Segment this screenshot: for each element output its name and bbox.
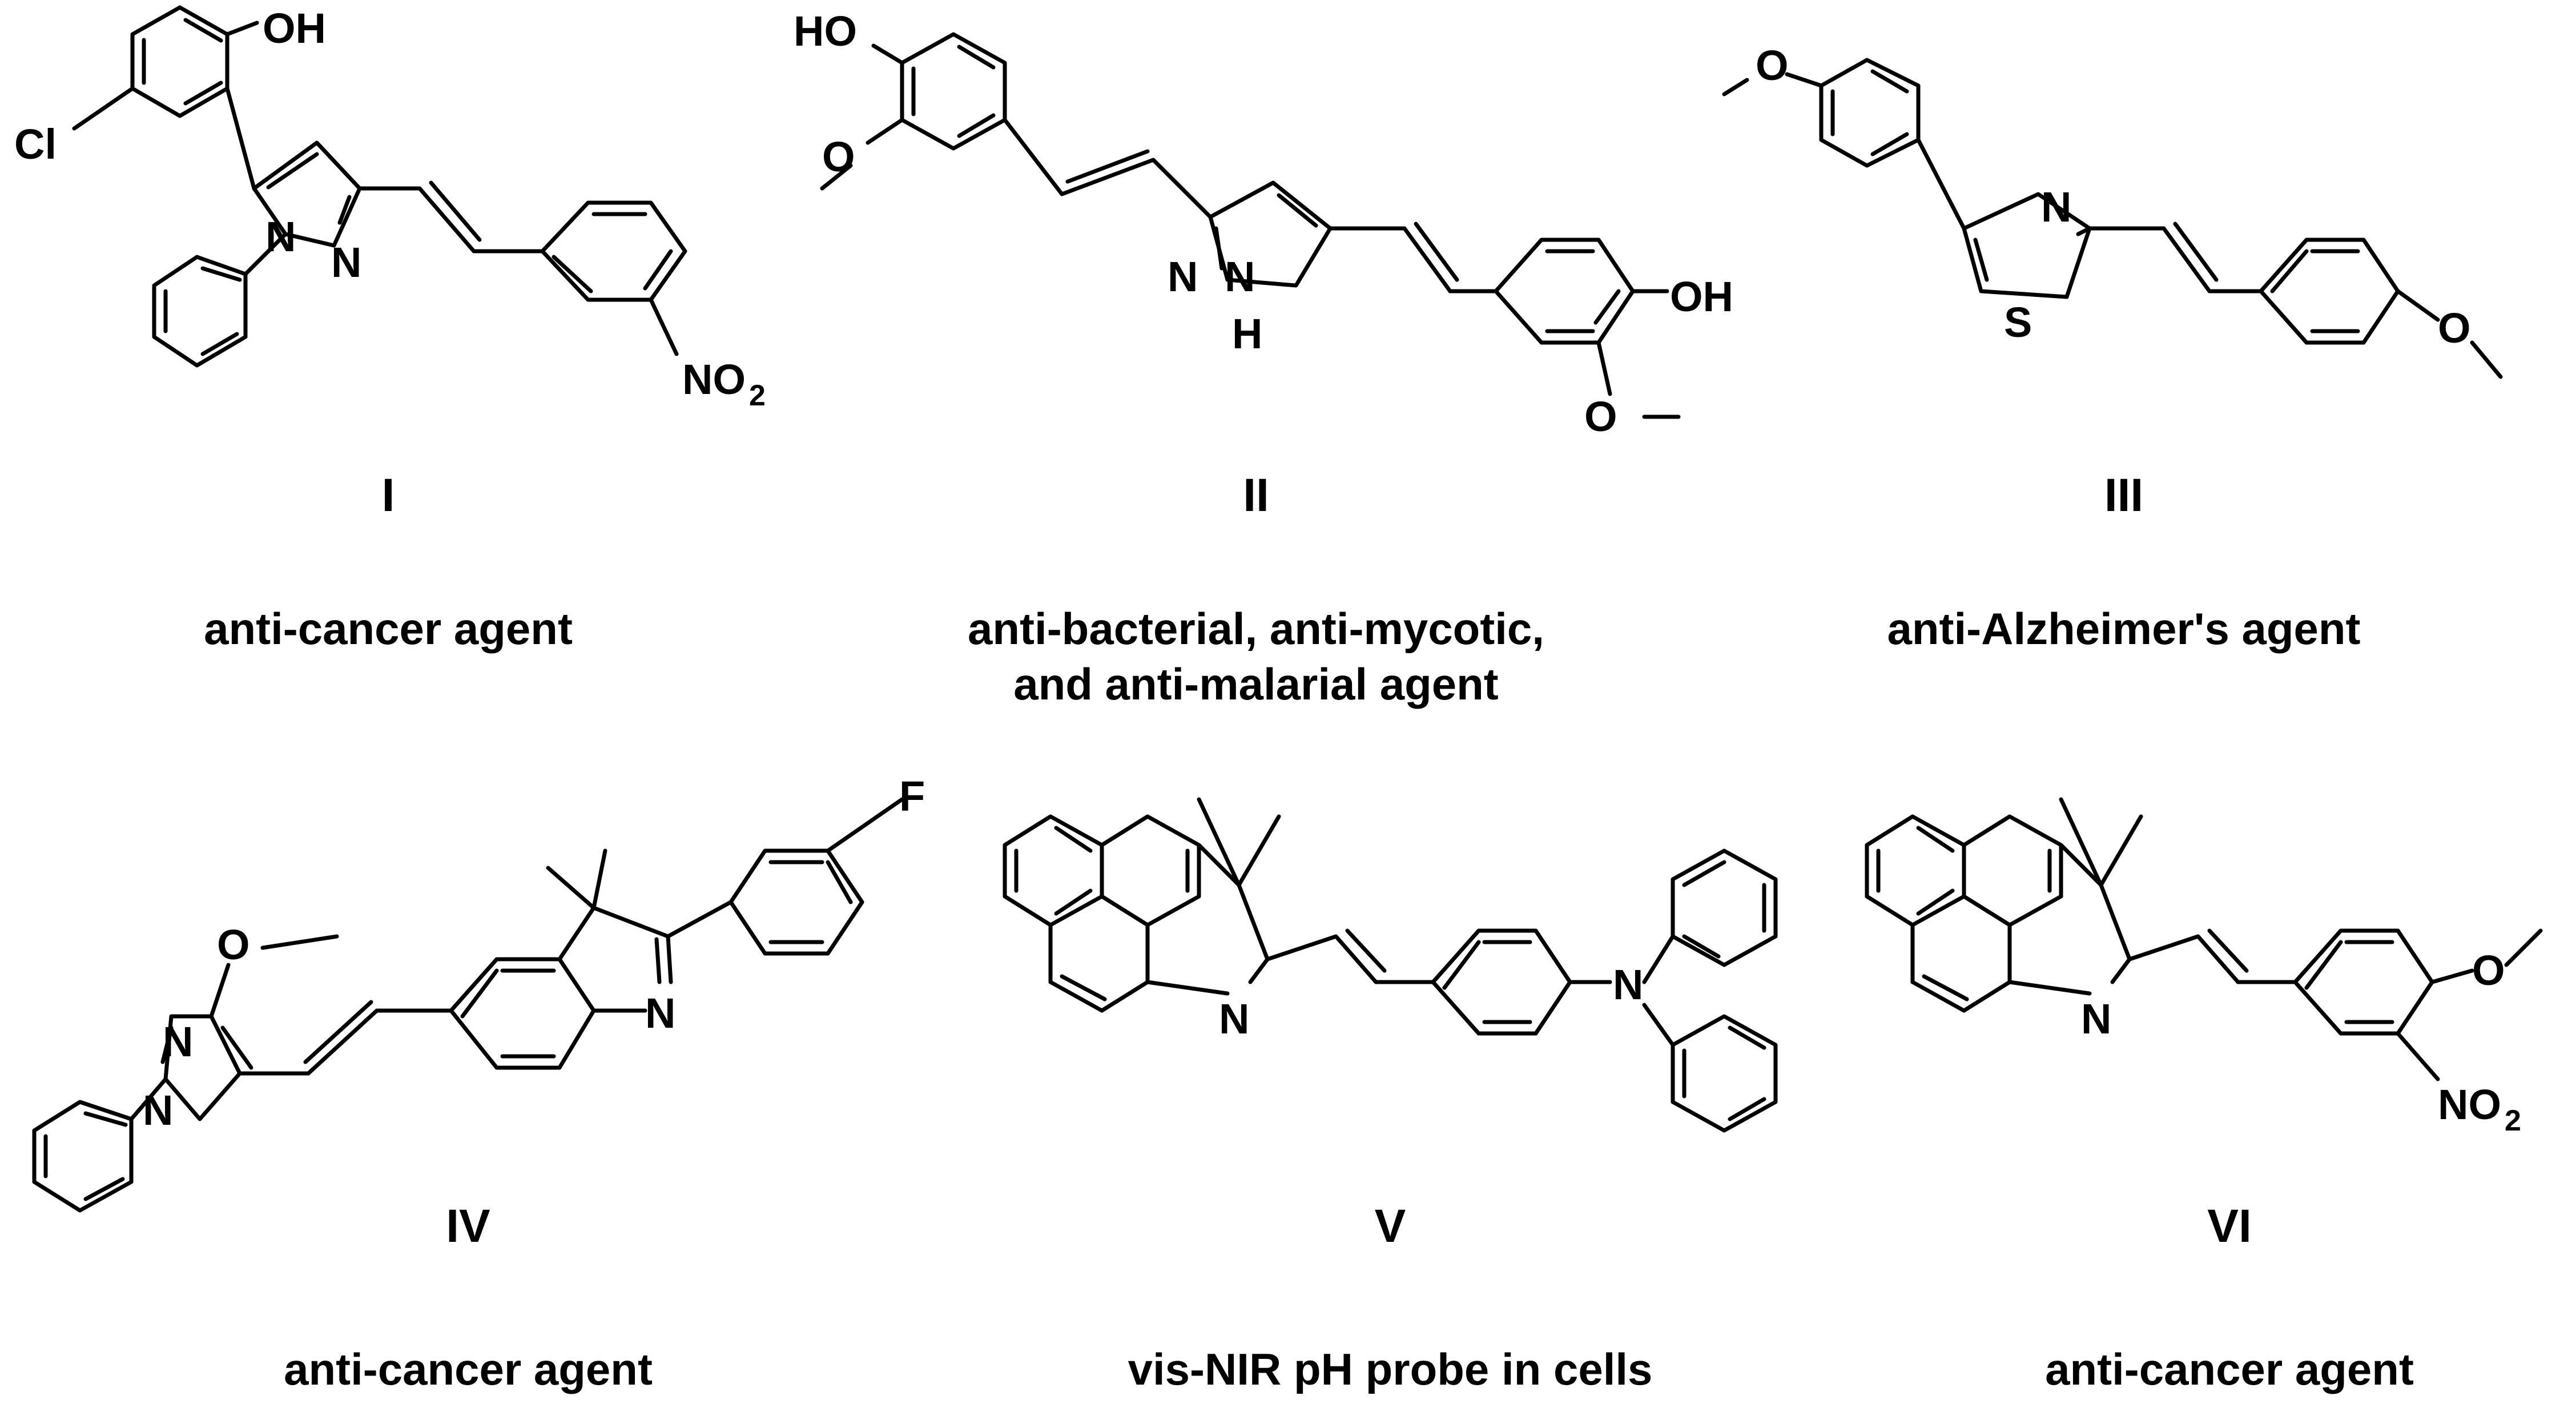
compound-6-atom-labels: N O NO 2 [2081, 947, 2521, 1137]
nitrogen-label: N [331, 239, 361, 286]
fluoro-label: F [899, 773, 925, 820]
compound-3-atom-labels: O N S O [1756, 42, 2471, 352]
nitrogen-label: N [265, 213, 296, 260]
compound-numeral: VI [2207, 1200, 2251, 1252]
compound-caption: anti-cancer agent [2045, 1344, 2414, 1394]
compound-caption: anti-bacterial, anti-mycotic, [968, 604, 1544, 654]
oxygen-label: O [2472, 947, 2505, 994]
compound-caption: anti-cancer agent [204, 604, 573, 654]
hydroxyl-label: OH [263, 5, 326, 52]
hydrogen-label: H [1232, 310, 1262, 357]
compound-caption: anti-cancer agent [284, 1344, 653, 1394]
nitrogen-label: N [645, 989, 675, 1037]
nitrogen-label: N [1613, 961, 1643, 1008]
compound-numeral: II [1243, 469, 1269, 521]
compound-numeral: V [1375, 1200, 1406, 1252]
compound-4-atom-labels: O N N N F [143, 773, 925, 1134]
compound-4-structure [32, 797, 904, 1213]
hydroxyl-label: OH [1670, 273, 1733, 320]
nitro-subscript: 2 [2505, 1104, 2521, 1137]
nitrogen-label: N [163, 1018, 193, 1065]
compound-caption: and anti-malarial agent [1013, 659, 1499, 709]
oxygen-label: O [822, 133, 855, 180]
nitrogen-label: N [1168, 253, 1198, 300]
nitrogen-label: N [1225, 253, 1255, 300]
compound-2-atom-labels: HO O N N H OH O [794, 7, 1733, 440]
compound-numerals: I II III IV V VI [382, 469, 2252, 1252]
compound-caption: anti-Alzheimer's agent [1887, 604, 2360, 654]
nitrogen-label: N [2081, 995, 2111, 1043]
oxygen-label: O [2438, 304, 2471, 352]
nitrogen-label: N [2041, 183, 2071, 231]
compound-5-atom-labels: N N [1219, 961, 1643, 1043]
oxygen-label: O [1756, 42, 1789, 89]
nitro-label: NO [682, 356, 746, 403]
compound-numeral: I [382, 469, 395, 521]
nitrogen-label: N [1219, 995, 1249, 1043]
hydroxyl-label: HO [794, 7, 857, 55]
compound-2-structure [820, 32, 1681, 419]
oxygen-label: O [1584, 393, 1617, 440]
compound-captions: anti-cancer agent anti-bacterial, anti-m… [204, 604, 2414, 1394]
compound-5-structure [1003, 797, 1778, 1133]
oxygen-label: O [217, 921, 250, 968]
nitrogen-label: N [143, 1087, 173, 1134]
compound-caption: vis-NIR pH probe in cells [1128, 1344, 1653, 1394]
compound-1-atom-labels: OH Cl N N NO 2 [14, 5, 766, 412]
sulfur-label: S [2004, 299, 2032, 346]
compound-numeral: IV [446, 1200, 490, 1252]
chloro-label: Cl [14, 120, 57, 168]
nitro-label: NO [2438, 1081, 2501, 1128]
nitro-subscript: 2 [749, 379, 766, 412]
compound-3-structure [1722, 58, 2503, 379]
compound-6-structure [1865, 797, 2543, 1081]
compound-numeral: III [2104, 469, 2143, 521]
compound-1-structure [72, 5, 687, 368]
